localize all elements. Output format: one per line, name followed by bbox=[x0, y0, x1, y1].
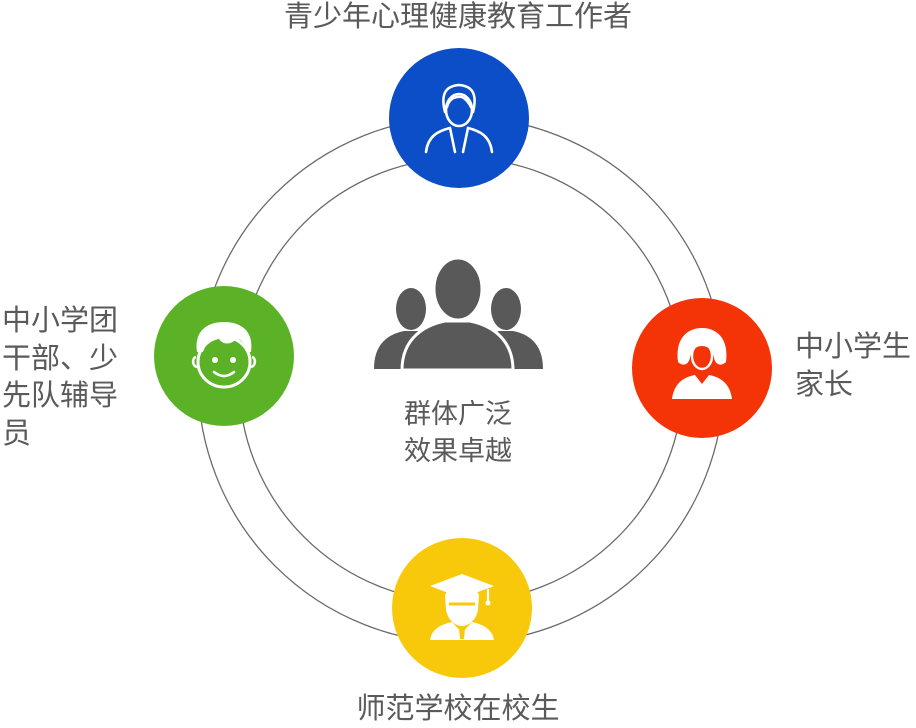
label-bottom: 师范学校在校生 bbox=[356, 691, 560, 725]
label-left: 中小学团 干部、少 先队辅导 员 bbox=[2, 303, 119, 451]
inner-ring bbox=[238, 157, 684, 603]
node-bottom bbox=[392, 538, 532, 678]
node-top bbox=[389, 48, 529, 188]
label-right: 中小学生 家长 bbox=[795, 329, 912, 401]
woman-parent-icon bbox=[672, 328, 732, 399]
node-left bbox=[154, 286, 294, 426]
node-right bbox=[632, 298, 772, 438]
woman-professional-icon bbox=[424, 83, 494, 154]
boy-face-icon bbox=[191, 322, 257, 389]
center-text: 群体广泛 效果卓越 bbox=[404, 399, 512, 468]
group-people-icon bbox=[374, 256, 543, 372]
label-top: 青少年心理健康教育工作者 bbox=[283, 0, 632, 33]
graduate-icon bbox=[430, 574, 494, 640]
